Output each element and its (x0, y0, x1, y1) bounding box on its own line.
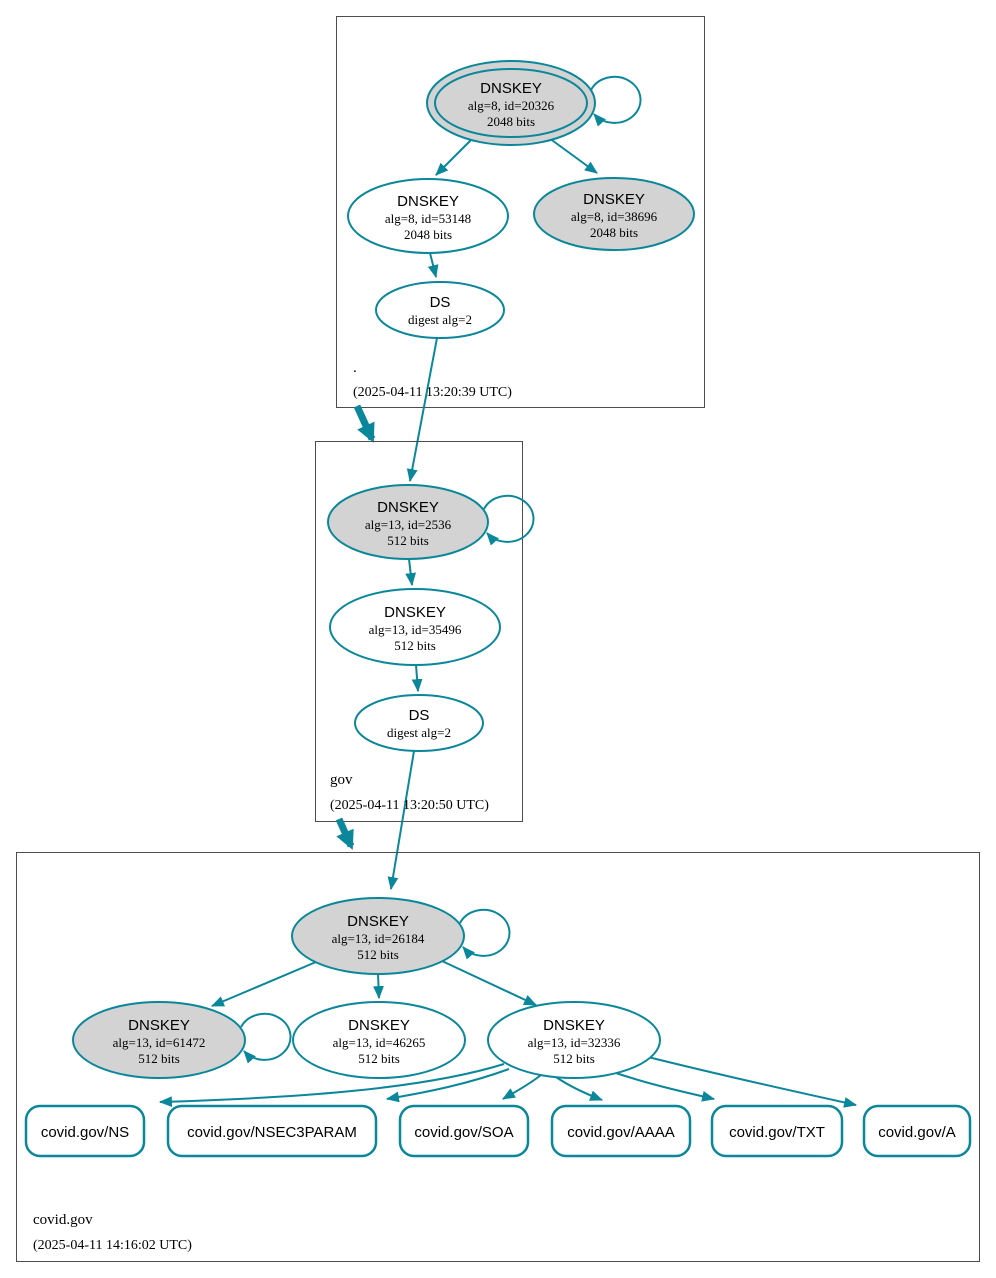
root-zsk-attrs: alg=8, id=53148 (385, 211, 471, 226)
covid-zsk-bits: 512 bits (553, 1051, 595, 1066)
edge-root-ksk-to-key38696 (548, 137, 598, 174)
node-covid-zsk-dnskey-32336: DNSKEY alg=13, id=32336 512 bits (487, 1001, 661, 1079)
node-gov-ds: DS digest alg=2 (354, 694, 484, 752)
rrset-soa-label: covid.gov/SOA (414, 1124, 513, 1141)
node-gov-ksk-dnskey-2536: DNSKEY alg=13, id=2536 512 bits (327, 484, 489, 560)
node-covid-ksk-dnskey-26184: DNSKEY alg=13, id=26184 512 bits (291, 897, 465, 975)
gov-zsk-bits: 512 bits (394, 638, 436, 653)
node-root-dnskey-38696: DNSKEY alg=8, id=38696 2048 bits (533, 177, 695, 251)
zone-timestamp-gov: (2025-04-11 13:20:50 UTC) (330, 798, 489, 813)
edge-root-zsk-to-ds (427, 252, 439, 279)
root-ksk-inner-ring (434, 68, 588, 138)
edge-gov-ksk-selfsign-loop (483, 494, 535, 546)
covid-key61472-label: DNSKEY (128, 1017, 190, 1034)
rrset-covid-gov-nsec3param: covid.gov/NSEC3PARAM (166, 1104, 378, 1158)
edge-gov-delegation-to-covid (335, 817, 355, 850)
rrset-nsec3param-label: covid.gov/NSEC3PARAM (187, 1124, 357, 1141)
covid-ksk-label: DNSKEY (347, 913, 409, 930)
zone-covid-gov: DNSKEY alg=13, id=26184 512 bits DNSKEY … (16, 852, 980, 1262)
edge-root-delegation-to-gov (353, 404, 376, 443)
rrset-covid-gov-txt: covid.gov/TXT (710, 1104, 844, 1158)
edge-covid-zsk-to-nsec3param (385, 1068, 510, 1103)
zone-name-covid-gov: covid.gov (33, 1212, 93, 1228)
node-gov-zsk-dnskey-35496: DNSKEY alg=13, id=35496 512 bits (329, 588, 501, 666)
edge-root-ksk-to-zsk (435, 138, 473, 176)
rrset-txt-label: covid.gov/TXT (729, 1124, 825, 1141)
zone-gov: DNSKEY alg=13, id=2536 512 bits DNSKEY a… (315, 441, 535, 891)
node-root-ds: DS digest alg=2 (375, 281, 505, 339)
rrset-ns-label: covid.gov/NS (41, 1124, 129, 1141)
edge-covid-zsk-to-ns (158, 1063, 505, 1108)
edge-root-ksk-selfsign-loop (590, 75, 642, 127)
covid-zsk-label: DNSKEY (543, 1017, 605, 1034)
edge-covid-ksk-to-key61472 (211, 961, 317, 1007)
edge-covid-ksk-selfsign-loop (459, 908, 511, 960)
zone-name-gov: gov (330, 772, 353, 788)
root-key38696-bits: 2048 bits (590, 225, 638, 240)
zone-box-root (336, 16, 705, 408)
node-root-zsk-dnskey-53148: DNSKEY alg=8, id=53148 2048 bits (347, 178, 509, 254)
root-key38696-label: DNSKEY (583, 191, 645, 208)
node-covid-dnskey-61472: DNSKEY alg=13, id=61472 512 bits (72, 1001, 246, 1079)
edge-covid-zsk-to-aaaa (555, 1076, 604, 1101)
covid-zsk-attrs: alg=13, id=32336 (528, 1035, 621, 1050)
covid-ksk-attrs: alg=13, id=26184 (332, 931, 425, 946)
covid-ksk-bits: 512 bits (357, 947, 399, 962)
rrset-covid-gov-soa: covid.gov/SOA (398, 1104, 530, 1158)
edge-gov-zsk-to-ds (411, 664, 423, 693)
covid-key61472-attrs: alg=13, id=61472 (113, 1035, 206, 1050)
covid-key61472-bits: 512 bits (138, 1051, 180, 1066)
root-ds-label: DS (430, 294, 451, 311)
rrset-covid-gov-aaaa: covid.gov/AAAA (550, 1104, 692, 1158)
root-key38696-attrs: alg=8, id=38696 (571, 209, 658, 224)
rrset-aaaa-label: covid.gov/AAAA (567, 1124, 675, 1141)
edge-covid-ksk-to-key46265 (373, 973, 384, 1000)
zone-timestamp-root: (2025-04-11 13:20:39 UTC) (353, 385, 512, 400)
root-ds-attrs: digest alg=2 (408, 312, 472, 327)
node-covid-dnskey-46265: DNSKEY alg=13, id=46265 512 bits (292, 1001, 466, 1079)
covid-key46265-bits: 512 bits (358, 1051, 400, 1066)
edge-gov-ds-to-covid-ksk (387, 750, 415, 891)
zone-root: DNSKEY alg=8, id=20326 2048 bits DNSKEY … (336, 16, 705, 483)
gov-zsk-label: DNSKEY (384, 604, 446, 621)
gov-ksk-label: DNSKEY (377, 499, 439, 516)
edge-gov-ksk-to-zsk (405, 558, 417, 587)
edge-covid-zsk-to-a (643, 1055, 858, 1108)
gov-zsk-attrs: alg=13, id=35496 (369, 622, 462, 637)
root-ksk-label: DNSKEY (480, 80, 542, 97)
root-zsk-bits: 2048 bits (404, 227, 452, 242)
gov-ksk-attrs: alg=13, id=2536 (365, 517, 452, 532)
gov-ds-attrs: digest alg=2 (387, 725, 451, 740)
root-zsk-label: DNSKEY (397, 193, 459, 210)
gov-ksk-bits: 512 bits (387, 533, 429, 548)
edge-covid-key61472-selfsign-loop (240, 1012, 292, 1064)
zone-box-gov (315, 441, 523, 822)
root-ksk-bits: 2048 bits (487, 114, 535, 129)
node-root-ksk-dnskey-20326: DNSKEY alg=8, id=20326 2048 bits (426, 60, 596, 146)
zone-box-covid-gov (16, 852, 980, 1262)
zone-timestamp-covid-gov: (2025-04-11 14:16:02 UTC) (33, 1238, 192, 1253)
rrset-covid-gov-a: covid.gov/A (862, 1104, 972, 1158)
covid-key46265-label: DNSKEY (348, 1017, 410, 1034)
covid-key46265-attrs: alg=13, id=46265 (333, 1035, 426, 1050)
rrset-a-label: covid.gov/A (878, 1124, 956, 1141)
zone-name-root: . (353, 360, 357, 376)
edge-root-ds-to-gov-ksk (406, 337, 438, 483)
edge-covid-ksk-to-zsk (441, 960, 537, 1006)
edge-covid-zsk-to-soa (502, 1074, 542, 1100)
root-ksk-attrs: alg=8, id=20326 (468, 98, 555, 113)
edge-covid-zsk-to-txt (606, 1069, 716, 1102)
rrset-covid-gov-ns: covid.gov/NS (24, 1104, 146, 1158)
gov-ds-label: DS (409, 707, 430, 724)
